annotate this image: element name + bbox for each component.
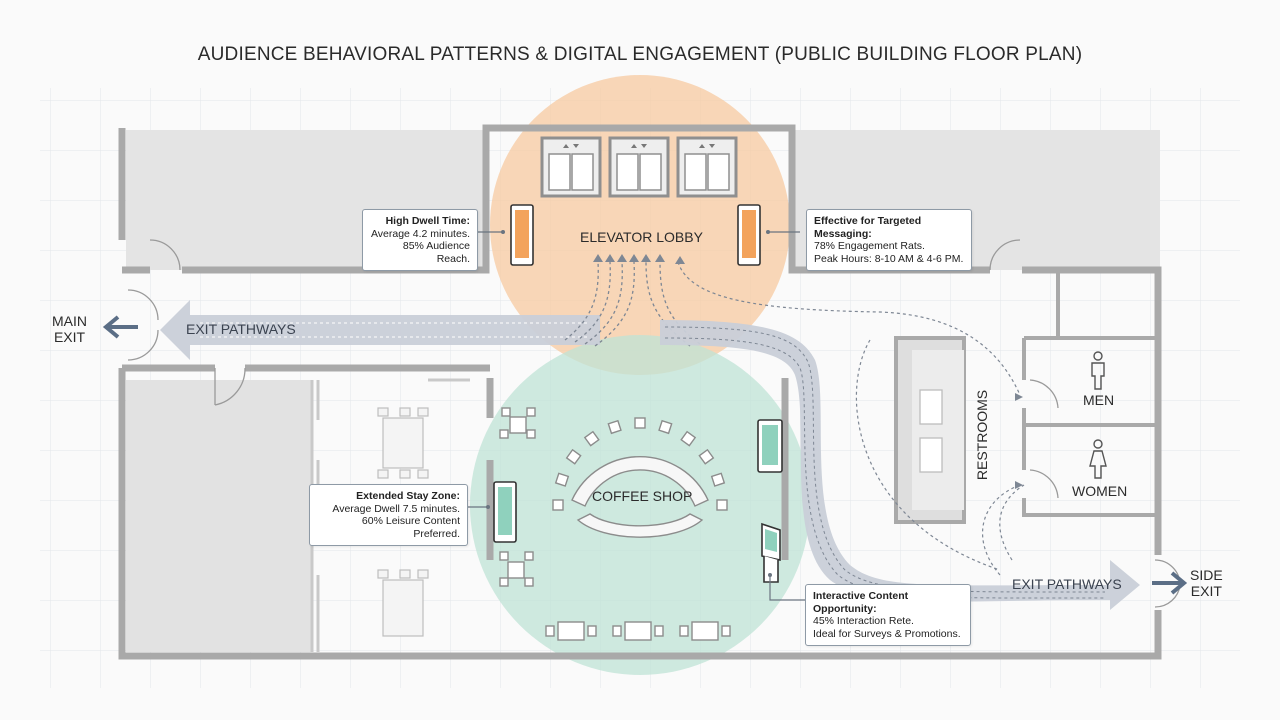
counter-stool [658,419,673,435]
flow-lines-restrooms [677,261,1025,576]
counter-stool [634,417,646,429]
callout-connectors [462,231,805,601]
counter-stool [583,430,600,447]
callout-line: 45% Interaction Rete. [813,615,914,627]
callout-high-dwell: High Dwell Time: Average 4.2 minutes. 85… [362,209,478,271]
exit-arrow-icon [1152,571,1188,595]
digital-screen-icon [737,204,761,266]
digital-screen-icon [757,419,783,473]
restroom-block [894,268,1158,524]
counter-stool [565,448,582,465]
coffee-shop-label: COFFEE SHOP [592,488,693,504]
exit-pathways-label-left: EXIT PATHWAYS [186,321,296,337]
counter-stool [710,472,726,487]
callout-heading: Effective for Targeted Messaging: [814,215,922,240]
exit-pathway-left [160,300,600,360]
office-furniture [377,407,429,637]
callout-line: 60% Leisure Content Preferred. [361,515,460,540]
callout-heading: Interactive Content Opportunity: [813,590,909,615]
digital-screen-icon [510,204,534,266]
callout-line: Average 4.2 minutes. [370,227,470,240]
digital-screen-icon [493,481,517,543]
counter-stool [698,448,715,465]
women-label: WOMEN [1072,483,1128,499]
exit-pathways-label-right: EXIT PATHWAYS [1012,576,1122,592]
counter-stool [552,499,564,511]
men-label: MEN [1083,392,1115,408]
door-swings [127,239,1181,608]
callout-heading: High Dwell Time: [385,215,470,227]
counter-stool [554,472,570,487]
elevator-lobby-label: ELEVATOR LOBBY [580,229,703,245]
exit-pathway-right [660,320,1140,610]
flow-arrowheads [593,254,685,264]
main-exit-label: MAIN EXIT [52,313,87,345]
callout-line: Peak Hours: 8-10 AM & 4-6 PM. [814,252,964,265]
left-office-room [126,380,312,652]
callout-line: Average Dwell 7.5 minutes. [332,502,460,515]
side-exit-label: SIDE EXIT [1190,567,1223,599]
elevators [540,136,738,198]
callout-targeted-messaging: Effective for Targeted Messaging: 78% En… [806,209,972,271]
callout-heading: Extended Stay Zone: [356,490,460,502]
callout-line: Ideal for Surveys & Promotions. [813,627,961,640]
callout-interactive-content: Interactive Content Opportunity: 45% Int… [805,584,971,646]
callout-line: 78% Engagement Rats. [814,240,925,252]
coffee-shop-zone [470,335,810,675]
diagram-title: AUDIENCE BEHAVIORAL PATTERNS & DIGITAL E… [197,44,1083,65]
coffee-shop-furniture [499,407,731,641]
counter-stool [607,419,622,435]
exit-arrow-icon [102,315,138,339]
callout-extended-stay: Extended Stay Zone: Average Dwell 7.5 mi… [309,484,468,546]
women-icon [1089,439,1107,479]
restrooms-label: RESTROOMS [974,389,991,481]
callout-line: 85% Audience Reach. [402,240,470,265]
kiosk-icon [761,522,781,583]
counter-stool [716,499,728,511]
counter-stool [680,430,697,447]
men-icon [1091,351,1105,390]
